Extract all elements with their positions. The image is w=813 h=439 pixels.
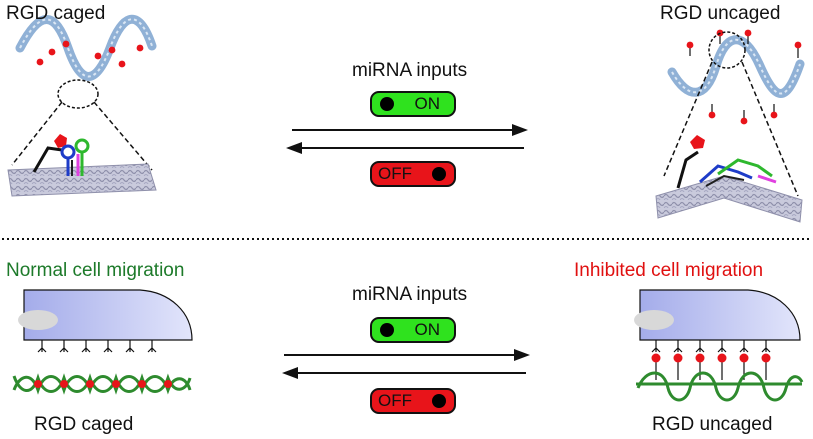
off-switch-label: OFF [378, 164, 412, 183]
integrin-receptor [651, 340, 771, 353]
uncaged-caption: RGD uncaged [652, 414, 773, 435]
uncaged-probe [676, 135, 777, 189]
switch-knob-icon [432, 394, 446, 408]
zoom-line [11, 101, 63, 166]
cell-nucleus [18, 310, 58, 330]
caged-caption: RGD caged [34, 414, 134, 435]
reverse-arrow [282, 367, 526, 379]
rgd-marker [36, 40, 144, 68]
mirna-inputs-label: miRNA inputs [352, 284, 468, 305]
on-switch: ON [370, 317, 456, 343]
forward-arrow [284, 349, 530, 361]
zoom-circle [708, 31, 746, 69]
inhibited-migration-label: Inhibited cell migration [574, 260, 764, 281]
zoom-line [663, 61, 713, 177]
mirna-inputs-label: miRNA inputs [352, 60, 468, 81]
zoom-line [741, 61, 799, 197]
uncaged-scaffold [636, 371, 804, 402]
integrin-receptor [37, 340, 157, 353]
forward-arrow [292, 124, 528, 136]
zoom-line [93, 101, 153, 171]
cell-nucleus [634, 310, 674, 330]
caged-label: RGD caged [6, 3, 106, 24]
caged-probe [32, 134, 90, 176]
switch-knob-icon [380, 323, 394, 337]
rgd-marker [34, 380, 172, 388]
cell [23, 289, 193, 341]
zoom-circle [57, 79, 99, 109]
uncaged-helix [667, 35, 805, 98]
rgd-marker [689, 36, 799, 118]
cell [639, 289, 801, 341]
off-switch: OFF [370, 388, 456, 414]
on-switch-label: ON [414, 320, 441, 339]
reverse-arrow [286, 142, 524, 154]
uncaged-label: RGD uncaged [660, 3, 781, 24]
off-switch: OFF [370, 161, 456, 187]
on-switch-label: ON [414, 94, 441, 113]
surface [7, 163, 157, 197]
switch-knob-icon [432, 167, 446, 181]
caged-helix [15, 14, 157, 81]
normal-migration-label: Normal cell migration [6, 260, 185, 281]
off-switch-label: OFF [378, 391, 412, 410]
switch-knob-icon [380, 97, 394, 111]
on-switch: ON [370, 91, 456, 117]
